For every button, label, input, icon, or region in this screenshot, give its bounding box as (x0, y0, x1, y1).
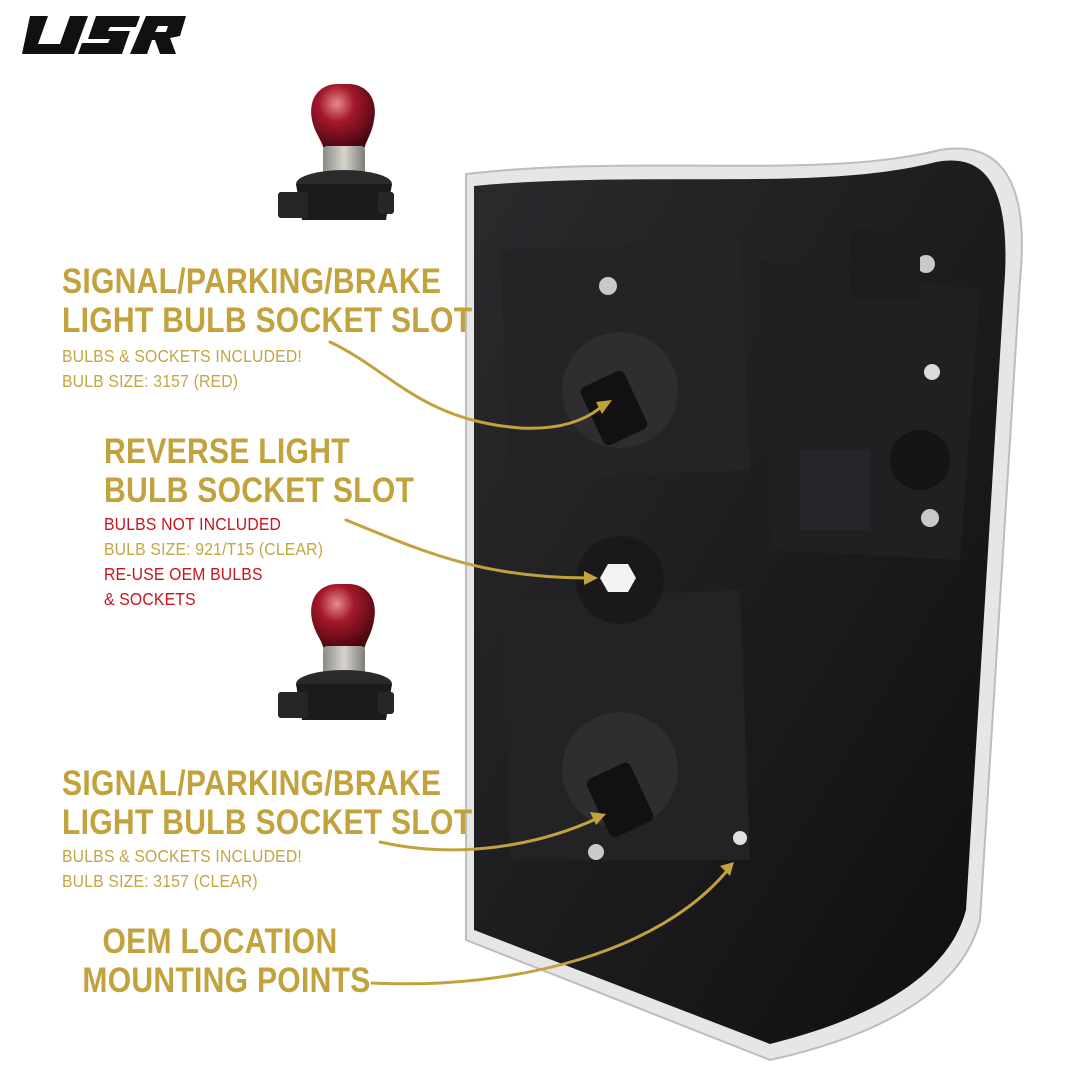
callout-1-title-line-2: LIGHT BULB SOCKET SLOT (62, 301, 473, 340)
callout-1-line-2: BULB SIZE: 3157 (RED) (62, 371, 239, 391)
callout-3-line-2: BULB SIZE: 3157 (CLEAR) (62, 871, 258, 891)
callout-1-title-line-1: SIGNAL/PARKING/BRAKE (62, 262, 442, 301)
callout-2-line-3: RE-USE OEM BULBS (104, 564, 263, 584)
usr-logo-icon (22, 16, 186, 54)
callout-4-title-line-1: OEM LOCATION (102, 922, 338, 961)
bulb-socket-icon (278, 584, 394, 720)
callout-1-details: BULBS & SOCKETS INCLUDED! BULB SIZE: 315… (62, 344, 329, 394)
callout-3-title: SIGNAL/PARKING/BRAKE LIGHT BULB SOCKET S… (62, 764, 472, 842)
callout-2-title-line-1: REVERSE LIGHT (104, 432, 350, 471)
callout-3-title-line-1: SIGNAL/PARKING/BRAKE (62, 764, 442, 803)
callout-3-title-line-2: LIGHT BULB SOCKET SLOT (62, 803, 473, 842)
callout-2-title-line-2: BULB SOCKET SLOT (104, 471, 415, 510)
bulb-socket-icon (278, 84, 394, 220)
callout-2-title: REVERSE LIGHT BULB SOCKET SLOT (104, 432, 414, 510)
callout-3-details: BULBS & SOCKETS INCLUDED! BULB SIZE: 315… (62, 844, 329, 894)
callout-3-line-1: BULBS & SOCKETS INCLUDED! (62, 846, 302, 866)
tail-light-housing-icon (465, 147, 1023, 1062)
callout-2-line-1: BULBS NOT INCLUDED (104, 514, 282, 534)
callout-1-line-1: BULBS & SOCKETS INCLUDED! (62, 346, 302, 366)
callout-4-title: OEM LOCATION MOUNTING POINTS (82, 922, 371, 1000)
callout-2-line-2: BULB SIZE: 921/T15 (CLEAR) (104, 539, 324, 559)
callout-1-title: SIGNAL/PARKING/BRAKE LIGHT BULB SOCKET S… (62, 262, 472, 340)
callout-4-title-line-2: MOUNTING POINTS (82, 961, 371, 1000)
callout-2-details: BULBS NOT INCLUDED BULB SIZE: 921/T15 (C… (104, 512, 347, 612)
callout-2-line-4: & SOCKETS (104, 589, 196, 609)
